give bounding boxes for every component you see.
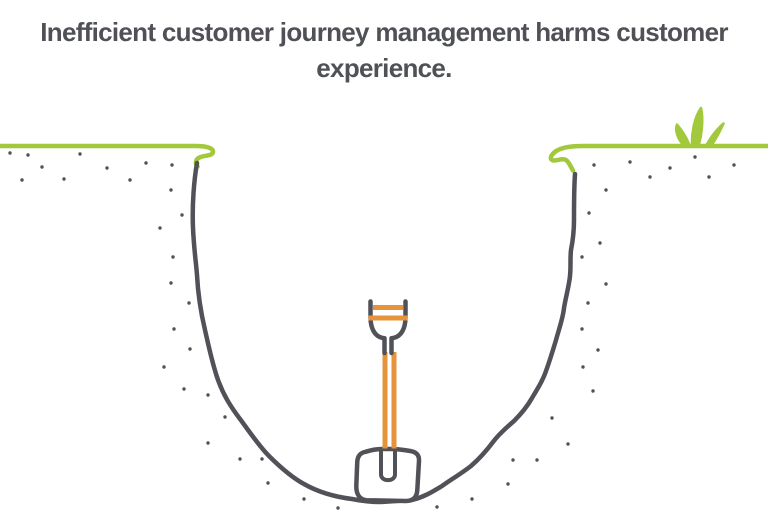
title-line-2: experience. (316, 53, 452, 83)
soil-dot (105, 166, 109, 170)
soil-dot (8, 151, 12, 155)
soil-dot (170, 163, 174, 167)
soil-dot (206, 441, 210, 445)
soil-dot (26, 153, 30, 157)
soil-dot (302, 497, 306, 501)
soil-dot (78, 152, 82, 156)
soil-dot (266, 481, 270, 485)
grass-blade-center (690, 106, 704, 148)
soil-dot (604, 188, 608, 192)
soil-dot (535, 458, 539, 462)
soil-dot (144, 161, 148, 165)
soil-dot (604, 282, 608, 286)
soil-dot (596, 348, 600, 352)
soil-dot (550, 416, 554, 420)
soil-dot (128, 178, 132, 182)
soil-dot (581, 365, 585, 369)
soil-dot (180, 213, 184, 217)
soil-dot (336, 506, 340, 510)
soil-dot (223, 415, 227, 419)
soil-dot (169, 281, 173, 285)
shovel-blade-notch (379, 448, 397, 483)
soil-dot (598, 241, 602, 245)
soil-dot (648, 175, 652, 179)
soil-dot (566, 442, 570, 446)
grass-line-left (0, 143, 216, 169)
soil-dot (586, 301, 590, 305)
title-line-1: Inefficient customer journey management … (40, 17, 728, 47)
soil-dot (707, 175, 711, 179)
soil-dot (62, 177, 66, 181)
soil-dots (8, 151, 736, 510)
shovel-blade (354, 446, 422, 504)
soil-dot (628, 160, 632, 164)
hole-outline (190, 160, 578, 505)
soil-dot (260, 457, 264, 461)
soil-dot (587, 211, 591, 215)
soil-dot (435, 505, 439, 509)
soil-dot (591, 389, 595, 393)
soil-dot (732, 163, 736, 167)
soil-dot (511, 458, 515, 462)
grass-blade-left (674, 123, 691, 148)
soil-dot (580, 255, 584, 259)
soil-dot (470, 497, 474, 501)
soil-dot (162, 365, 166, 369)
soil-dot (20, 178, 24, 182)
soil-dot (506, 482, 510, 486)
soil-dot (188, 347, 192, 351)
soil-dot (580, 327, 584, 331)
soil-dot (206, 393, 210, 397)
soil-dot (40, 165, 44, 169)
shovel (354, 299, 422, 504)
soil-dot (158, 226, 162, 230)
soil-dot (668, 166, 672, 170)
soil-dot (238, 457, 242, 461)
soil-dot (182, 387, 186, 391)
grass-blade-right (704, 122, 725, 148)
soil-dot (592, 163, 596, 167)
soil-dot (172, 327, 176, 331)
page-title: Inefficient customer journey management … (0, 14, 768, 86)
soil-dot (169, 188, 173, 192)
soil-dot (693, 155, 697, 159)
grass-line-right (548, 143, 768, 173)
grass-tuft (674, 106, 725, 148)
soil-dot (187, 301, 191, 305)
soil-dot (171, 255, 175, 259)
